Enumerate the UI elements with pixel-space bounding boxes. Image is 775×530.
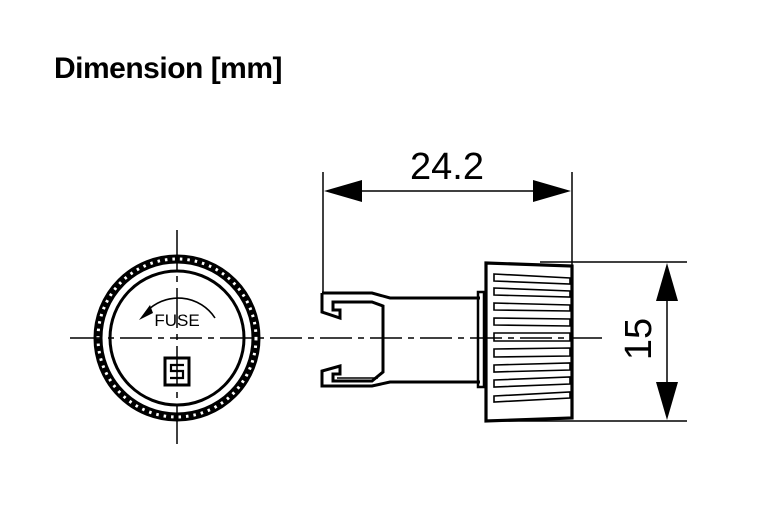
s-symbol-icon: [163, 356, 191, 387]
page-title: Dimension [mm]: [54, 52, 283, 85]
clip-top-hook: [320, 293, 480, 388]
arrow-down-icon: [656, 382, 678, 420]
fuse-label: FUSE: [154, 311, 199, 330]
arrow-left-icon: [324, 180, 362, 202]
rotation-arrow-head-icon: [139, 305, 153, 320]
rotation-arrow-icon: [145, 297, 216, 319]
length-dimension: 24.2: [322, 146, 573, 292]
knob-knurl-slots: [493, 273, 571, 403]
arrow-right-icon: [533, 180, 571, 202]
arrow-up-icon: [656, 263, 678, 301]
flange: [476, 290, 486, 389]
front-view: FUSE: [93, 230, 261, 444]
length-value: 24.2: [410, 146, 484, 188]
clip-top: [322, 291, 480, 300]
diameter-dimension: 15: [486, 261, 687, 422]
side-view: [320, 261, 574, 423]
knob-body: [484, 261, 574, 423]
diameter-value: 15: [618, 318, 660, 360]
